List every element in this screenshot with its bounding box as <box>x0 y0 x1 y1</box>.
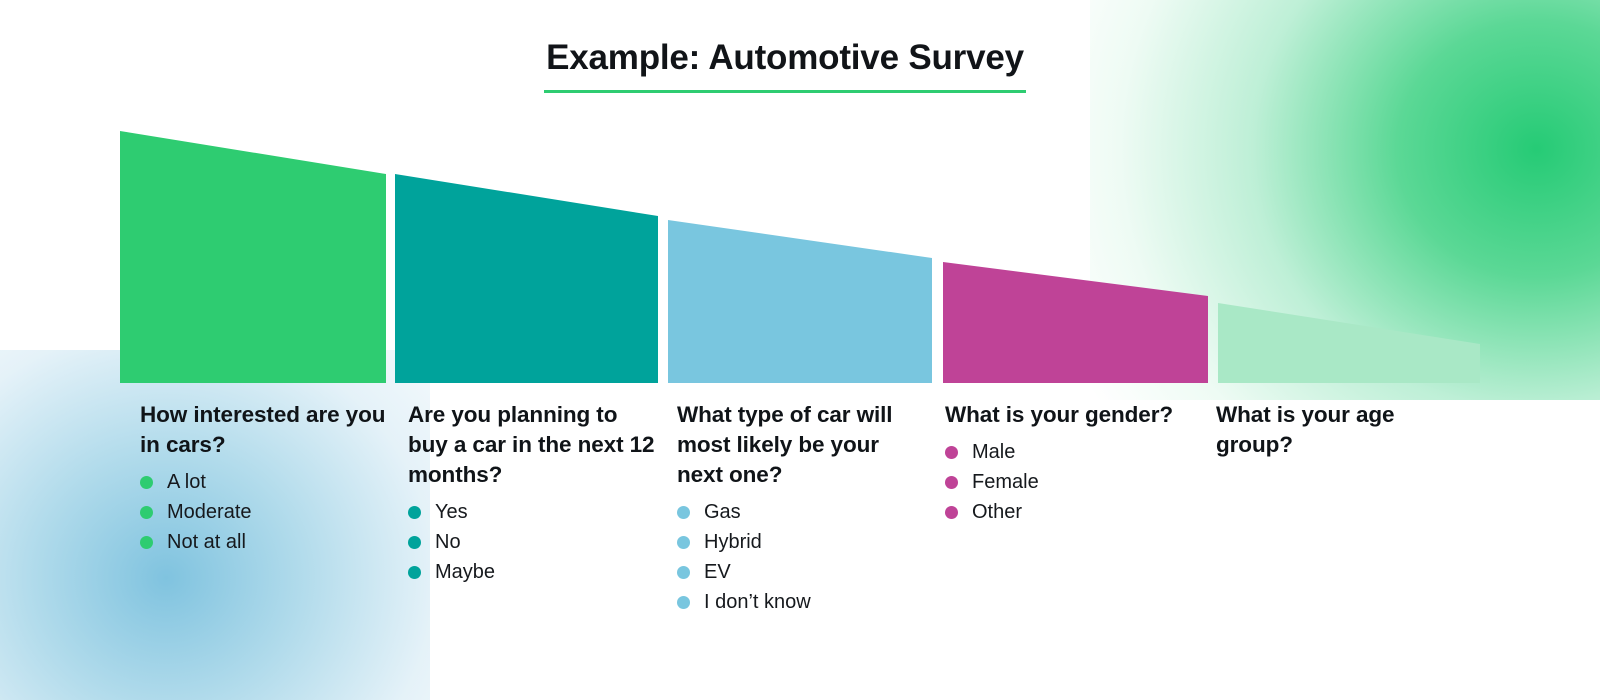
answer-option-label: Not at all <box>167 530 246 553</box>
answer-option[interactable]: I don’t know <box>677 590 927 613</box>
bullet-dot-icon <box>677 565 690 579</box>
bullet-dot-icon <box>945 445 958 459</box>
funnel-segment-3[interactable] <box>668 220 932 383</box>
bullet-dot-icon <box>140 475 153 489</box>
answer-option[interactable]: A lot <box>140 470 390 493</box>
answer-option-label: A lot <box>167 470 206 493</box>
question-column-2: Are you planning to buy a car in the nex… <box>408 400 658 592</box>
funnel-segment-1[interactable] <box>120 131 386 383</box>
answer-option-label: Gas <box>704 500 741 523</box>
question-column-5: What is your age group? <box>1216 400 1466 472</box>
answer-option[interactable]: Gas <box>677 500 927 523</box>
answer-option[interactable]: EV <box>677 560 927 583</box>
bullet-dot-icon <box>408 565 421 579</box>
bullet-dot-icon <box>408 535 421 549</box>
answer-option[interactable]: Other <box>945 500 1195 523</box>
answer-option-label: EV <box>704 560 731 583</box>
page-title: Example: Automotive Survey <box>544 38 1026 94</box>
title-container: Example: Automotive Survey <box>0 38 1570 94</box>
funnel-segment-2[interactable] <box>395 174 658 383</box>
answer-option-label: Male <box>972 440 1016 463</box>
answer-option[interactable]: Male <box>945 440 1195 463</box>
bullet-dot-icon <box>677 535 690 549</box>
question-title: How interested are you in cars? <box>140 402 386 457</box>
question-title: What type of car will most likely be you… <box>677 402 893 487</box>
bullet-dot-icon <box>677 595 690 609</box>
answer-option[interactable]: No <box>408 530 658 553</box>
bullet-dot-icon <box>140 535 153 549</box>
question-title: What is your gender? <box>945 402 1174 427</box>
answer-option-label: Female <box>972 470 1039 493</box>
answer-option-label: Maybe <box>435 560 496 583</box>
bullet-dot-icon <box>408 505 421 519</box>
funnel-segment-group <box>120 131 1480 383</box>
funnel-segment-4[interactable] <box>943 262 1208 383</box>
answer-option[interactable]: Not at all <box>140 530 390 553</box>
bullet-dot-icon <box>945 475 958 489</box>
bullet-dot-icon <box>945 505 958 519</box>
question-title: What is your age group? <box>1216 402 1395 457</box>
question-title: Are you planning to buy a car in the nex… <box>408 402 655 487</box>
answer-option[interactable]: Female <box>945 470 1195 493</box>
answer-option[interactable]: Moderate <box>140 500 390 523</box>
answer-option-label: Other <box>972 500 1023 523</box>
answer-option[interactable]: Maybe <box>408 560 658 583</box>
bullet-dot-icon <box>140 505 153 519</box>
answer-option-label: Yes <box>435 500 468 523</box>
answer-option-label: Moderate <box>167 500 252 523</box>
funnel-segment-5[interactable] <box>1218 303 1480 383</box>
answer-option-label: I don’t know <box>704 590 811 613</box>
answer-option[interactable]: Yes <box>408 500 658 523</box>
question-column-3: What type of car will most likely be you… <box>677 400 927 622</box>
bullet-dot-icon <box>677 505 690 519</box>
answer-option-label: Hybrid <box>704 530 762 553</box>
answer-option[interactable]: Hybrid <box>677 530 927 553</box>
answer-option-label: No <box>435 530 461 553</box>
